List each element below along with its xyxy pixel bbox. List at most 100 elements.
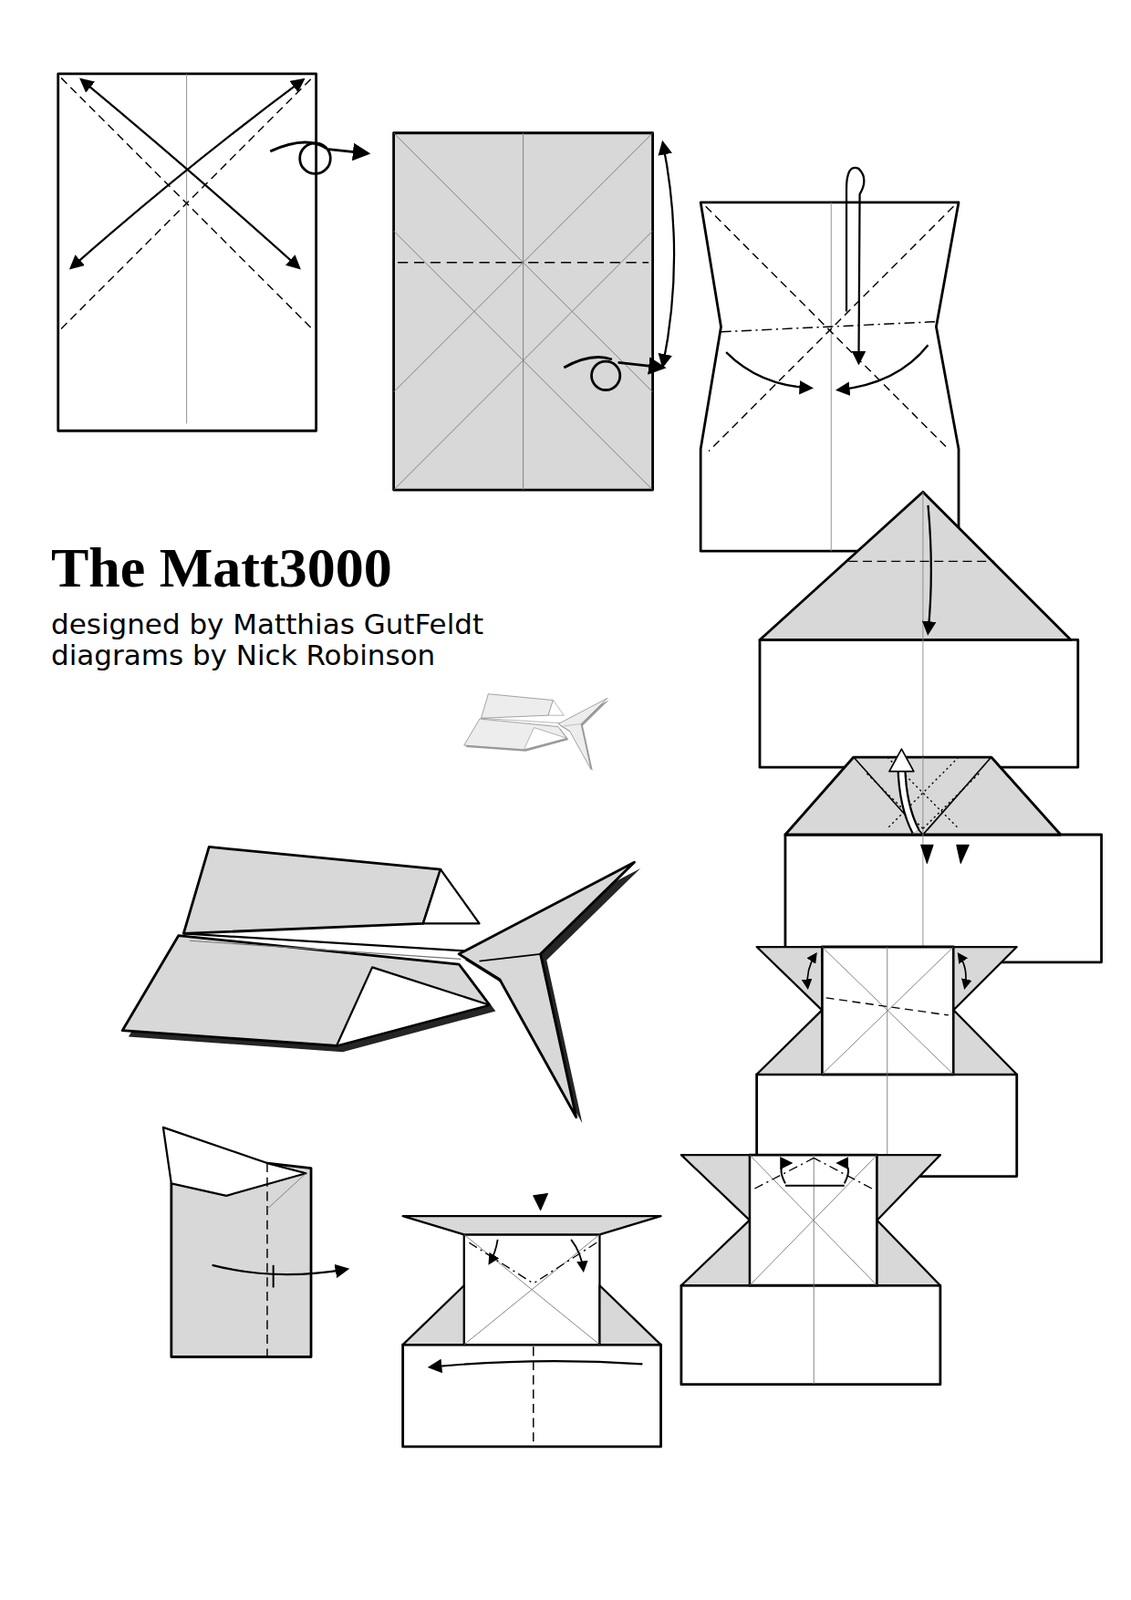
fold-stroke — [212, 1265, 348, 1275]
fold-stroke — [848, 560, 995, 562]
fold-stroke — [708, 206, 954, 451]
step-4 — [759, 491, 1079, 768]
fold-stroke — [757, 1009, 823, 1074]
fold-stroke — [618, 362, 664, 368]
fold-stroke — [681, 1285, 941, 1384]
fold-stroke — [821, 946, 954, 1075]
fold-stroke — [956, 844, 969, 863]
fold-stroke — [877, 1154, 941, 1221]
fold-stroke — [759, 491, 1071, 640]
fold-stroke — [866, 757, 979, 829]
fold-stroke — [189, 940, 461, 959]
fold-stroke — [749, 1154, 878, 1286]
fold-stroke — [423, 869, 479, 924]
fold-stroke — [533, 1193, 549, 1211]
fold-stroke — [394, 133, 654, 490]
fold-stroke — [430, 1360, 644, 1368]
fold-stroke — [464, 1234, 601, 1345]
fold-stroke — [754, 1157, 814, 1189]
fold-stroke — [394, 133, 654, 393]
fold-stroke — [922, 491, 924, 768]
fold-stroke — [163, 1127, 307, 1196]
fold-stroke — [838, 1162, 849, 1183]
diagram-credit: diagrams by Nick Robinson — [51, 640, 436, 671]
designer-credit: designed by Matthias GutFeldt — [51, 609, 484, 640]
fold-stroke — [705, 206, 949, 449]
fold-stroke — [953, 1009, 1017, 1074]
fold-stroke — [183, 933, 464, 951]
fold-stroke — [403, 1215, 662, 1345]
fold-stroke — [394, 230, 654, 490]
fold-stroke — [821, 946, 954, 1075]
fold-stroke — [570, 1239, 583, 1271]
fold-stroke — [186, 73, 187, 425]
fold-stroke — [681, 1154, 750, 1221]
fold-stroke — [336, 966, 490, 1046]
fold-stroke — [681, 1154, 941, 1286]
fold-stroke — [726, 352, 811, 388]
fold-stroke — [479, 954, 541, 962]
fold-stroke — [599, 1285, 661, 1345]
fold-stroke — [403, 1285, 465, 1345]
step-1 — [58, 73, 368, 431]
fold-stroke — [663, 143, 675, 366]
fold-stroke — [889, 748, 914, 772]
fold-stroke — [394, 230, 654, 490]
fold-stroke — [838, 344, 928, 390]
fold-stroke — [785, 834, 1102, 963]
fold-stroke — [464, 1234, 601, 1345]
fold-stroke — [759, 639, 1079, 768]
fold-stroke — [267, 1172, 306, 1209]
fold-stroke — [58, 73, 1102, 1447]
fold-stroke — [821, 946, 954, 1075]
small-plane — [464, 694, 610, 772]
fold-stroke — [785, 1184, 845, 1187]
fold-stroke — [813, 1157, 872, 1189]
fold-stroke — [921, 844, 934, 863]
fold-stroke — [300, 143, 332, 175]
fold-stroke — [757, 946, 1017, 1075]
step-5 — [785, 748, 1102, 963]
step-7 — [681, 1154, 941, 1385]
model-title: The Matt3000 — [51, 538, 393, 598]
fold-stroke — [749, 1154, 878, 1286]
fold-stroke — [489, 1239, 499, 1264]
fold-stroke — [927, 505, 931, 633]
fold-stroke — [886, 946, 888, 1177]
fold-stroke — [464, 1234, 601, 1345]
step-9 — [163, 1127, 347, 1358]
fold-stroke — [830, 202, 832, 551]
fold-stroke — [821, 946, 954, 1177]
step-6 — [757, 946, 1017, 1177]
fold-stroke — [267, 1162, 306, 1173]
fold-stroke — [923, 773, 979, 829]
fold-stroke — [958, 954, 966, 988]
fold-stroke — [533, 1242, 597, 1284]
fold-stroke — [266, 1162, 268, 1357]
fold-stroke — [826, 997, 949, 1016]
fold-stroke — [71, 80, 303, 269]
fold-stroke — [58, 73, 317, 431]
finished-plane — [122, 846, 641, 1123]
fold-stroke — [813, 1154, 815, 1385]
fold-stroke — [953, 946, 1017, 1010]
fold-stroke — [757, 946, 823, 1010]
fold-stroke — [468, 1242, 533, 1284]
step-8 — [403, 1193, 662, 1447]
fold-stroke — [403, 1344, 662, 1447]
fold-stroke — [749, 1154, 878, 1385]
fold-stroke — [591, 361, 621, 390]
fold-stroke — [749, 1154, 878, 1286]
fold-stroke — [522, 133, 524, 490]
fold-stroke — [61, 77, 312, 329]
fold-stroke — [901, 767, 916, 831]
fold-stroke — [721, 321, 937, 333]
fold-stroke — [122, 935, 490, 1047]
step-2 — [394, 133, 675, 490]
fold-stroke — [464, 1234, 601, 1345]
fold-stroke — [458, 861, 634, 1118]
fold-stroke — [901, 767, 916, 831]
fold-stroke — [922, 757, 924, 963]
